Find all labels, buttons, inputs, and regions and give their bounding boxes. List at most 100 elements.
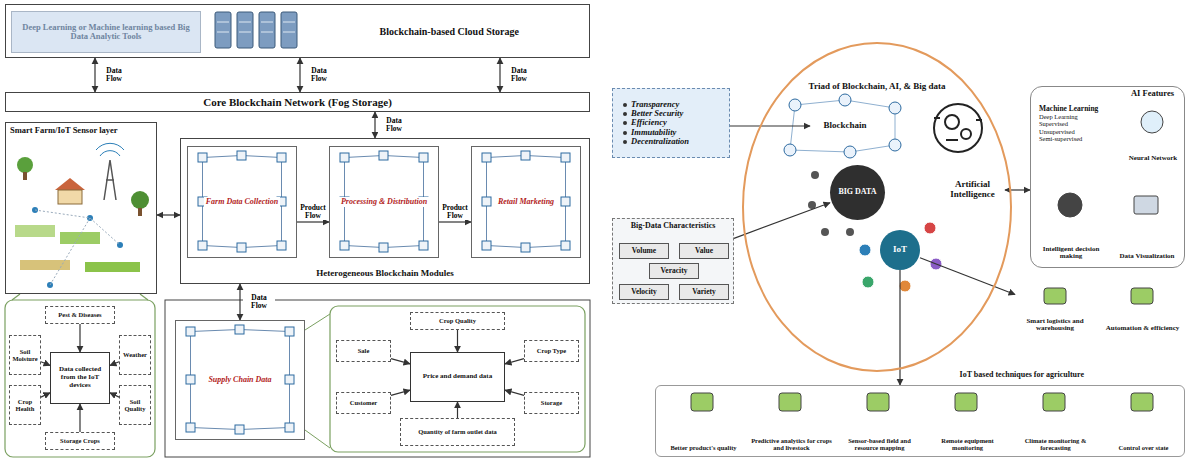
node-text: Velocity bbox=[631, 288, 657, 296]
flow-arrow bbox=[391, 359, 410, 364]
blockchain-network bbox=[789, 99, 801, 111]
characteristics-box: Big-Data CharacteristicsVolumeValueVerac… bbox=[612, 218, 734, 304]
node-text: Control over state bbox=[1119, 444, 1169, 451]
node-text: Transparency bbox=[623, 100, 679, 109]
feature-icons bbox=[955, 393, 977, 411]
flow-label: Data Flow bbox=[503, 67, 535, 83]
block-node bbox=[419, 153, 428, 162]
sensor-box: Storage Crops bbox=[45, 432, 115, 450]
node-text: Deep Learning or Machine learning based … bbox=[16, 23, 196, 42]
technique-icon: Smart logistics and warehousing bbox=[1015, 285, 1095, 335]
hub-box: Data collected from the IoT devices bbox=[50, 352, 110, 404]
farm-illustration bbox=[60, 232, 100, 244]
node-text: Processing & Distribution bbox=[339, 197, 429, 208]
node-text: Climate monitoring & forecasting bbox=[1014, 437, 1097, 451]
module-panel: Heterogeneous Blockchain ModulesFarm Dat… bbox=[180, 138, 590, 284]
block-node bbox=[561, 153, 570, 162]
features-panel: AI FeaturesMachine LearningDeep Learning… bbox=[1030, 86, 1185, 268]
feature-icons bbox=[1131, 393, 1153, 411]
characteristic-chip: Velocity bbox=[619, 284, 669, 300]
node-text: Better Security bbox=[623, 109, 683, 118]
block-node bbox=[340, 241, 349, 250]
zoom-frame bbox=[5, 300, 155, 457]
oval-outline bbox=[743, 43, 1011, 371]
feature-icon: Neural Network bbox=[1125, 105, 1181, 165]
node-text: Sensor-based field and resource mapping bbox=[838, 437, 921, 451]
block-node bbox=[521, 243, 530, 252]
network-bar: Core Blockchain Network (Fog Storage) bbox=[5, 92, 590, 112]
block-node bbox=[235, 425, 244, 434]
node-text: Data Visualization bbox=[1119, 253, 1174, 261]
node-text: Data collected from the IoT devices bbox=[53, 366, 107, 389]
blockchain-network bbox=[889, 139, 901, 151]
feature-icons bbox=[1131, 288, 1153, 304]
sensor-panel: Smart Farm/IoT Sensor layer bbox=[5, 122, 157, 294]
feature-icons bbox=[867, 393, 889, 411]
technique-icon: Sensor-based field and resource mapping bbox=[837, 389, 922, 453]
node-text: Variety bbox=[692, 288, 715, 296]
feature-icons bbox=[1134, 196, 1158, 214]
node-text: Price and demand data bbox=[423, 373, 492, 381]
flow-arrow bbox=[505, 390, 524, 395]
feature-icons bbox=[779, 393, 801, 411]
block-node bbox=[379, 151, 388, 160]
block-node bbox=[340, 153, 349, 162]
node-text: Weather bbox=[123, 351, 147, 358]
node-text: Soil Moisture bbox=[11, 348, 39, 362]
block-node bbox=[235, 325, 244, 334]
node-text: Big-Data Characteristics bbox=[631, 222, 716, 231]
sensor-box: Soil Moisture bbox=[9, 335, 41, 375]
feature-icons bbox=[1141, 111, 1163, 133]
farm-illustration bbox=[15, 225, 55, 237]
robot-head bbox=[934, 104, 982, 152]
flow-arrow bbox=[297, 221, 329, 222]
flow-arrow bbox=[1005, 189, 1030, 190]
node-text: Blockchain bbox=[823, 121, 866, 131]
flow-arrow bbox=[239, 284, 240, 320]
sensor-box: Weather bbox=[119, 335, 151, 375]
farm-illustration bbox=[20, 260, 70, 270]
farm-illustration bbox=[104, 160, 116, 200]
block-node bbox=[482, 153, 491, 162]
flow-arrow bbox=[157, 214, 180, 215]
block-node bbox=[186, 327, 195, 336]
robot-head bbox=[934, 118, 982, 140]
feature-icon: Data Visualization bbox=[1111, 183, 1183, 263]
flow-label: Product Flow bbox=[297, 204, 329, 220]
block-node bbox=[237, 243, 246, 252]
node-text: Supervised bbox=[1039, 120, 1068, 127]
storage-panel: Blockchain-based Cloud Storage Deep Learn… bbox=[5, 4, 590, 58]
node-text: Smart Farm/IoT Sensor layer bbox=[10, 126, 118, 135]
flow-arrow bbox=[734, 203, 830, 239]
node-text: Blockchain-based Cloud Storage bbox=[380, 26, 519, 37]
node-text: Storage bbox=[541, 399, 562, 406]
node-text: Intelligent decision making bbox=[1036, 246, 1106, 261]
data-circle: BIG DATA bbox=[830, 165, 885, 220]
flow-arrow bbox=[110, 362, 119, 366]
node-text: Customer bbox=[350, 399, 377, 406]
node-text: Semi-supervised bbox=[1039, 135, 1082, 142]
flow-arrow bbox=[920, 258, 1015, 295]
farm-illustration bbox=[15, 143, 149, 288]
farm-illustration bbox=[55, 178, 85, 190]
node-text: Retail Marketing bbox=[496, 197, 556, 208]
block-node bbox=[561, 197, 570, 206]
sensor-box: Pest & Diseases bbox=[45, 306, 115, 324]
bottom-frame bbox=[165, 300, 590, 457]
block-node bbox=[198, 241, 207, 250]
characteristic-chip: Veracity bbox=[649, 263, 699, 279]
data-box: Sale bbox=[336, 340, 391, 362]
node-text: Immutability bbox=[623, 128, 676, 137]
zoom-frame bbox=[12, 294, 148, 300]
flow-arrow bbox=[41, 362, 50, 366]
flow-label: Data Flow bbox=[243, 294, 275, 310]
data-box: Storage bbox=[524, 392, 579, 414]
node-text: Quantity of farm outlet data bbox=[418, 428, 497, 435]
technique-icon: Remote equipment monitoring bbox=[925, 389, 1010, 453]
flow-label: Product Flow bbox=[439, 204, 471, 220]
flow-arrow bbox=[730, 125, 810, 126]
farm-illustration bbox=[131, 191, 149, 209]
node-text: Crop Type bbox=[537, 347, 566, 354]
data-box: Quantity of farm outlet data bbox=[400, 418, 515, 446]
block-node bbox=[285, 327, 294, 336]
